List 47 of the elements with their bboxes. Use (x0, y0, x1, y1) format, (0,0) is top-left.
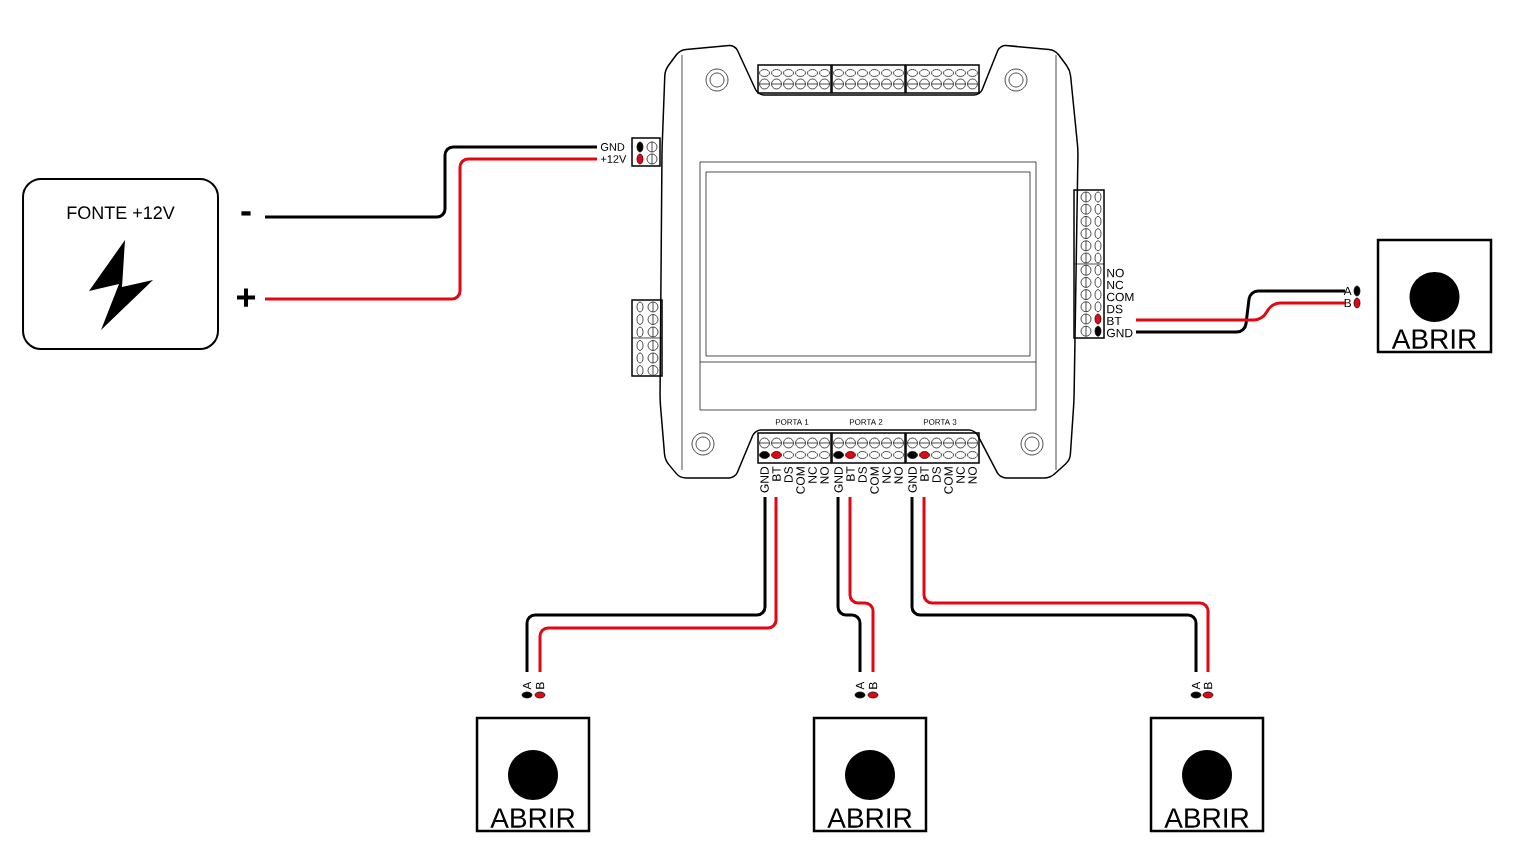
pin-letter: A (1343, 286, 1352, 296)
pin-letter: B (868, 682, 878, 689)
pin-label: BT (920, 466, 929, 481)
pin-letter: B (1203, 682, 1213, 689)
pin-label: BT (1107, 316, 1122, 326)
pin-label: BT (772, 466, 781, 481)
wire (848, 497, 875, 672)
push-button: ABRIR (812, 716, 928, 833)
pin-label: NC (1107, 280, 1124, 290)
push-button: ABRIR (1149, 716, 1265, 833)
pin-label: GND (600, 143, 625, 151)
power-supply-box: FONTE +12V (22, 178, 219, 350)
wire (1136, 301, 1345, 322)
pin-label: GND (908, 466, 917, 493)
polarity-sign: - (241, 211, 251, 216)
pin-label: +12V (600, 155, 627, 163)
pin-label: DS (784, 466, 793, 482)
pin-label: NO (820, 466, 829, 484)
wire (265, 145, 597, 219)
pin-label: NC (882, 466, 891, 483)
pin-label: DS (932, 466, 941, 482)
pin-label: NO (894, 466, 903, 484)
pin-letter: A (855, 681, 865, 690)
pin-label: GND (1106, 328, 1133, 338)
pin-letter: A (1191, 681, 1201, 690)
pin-label: BT (846, 466, 855, 481)
pin-label: GND (834, 466, 843, 493)
pin-label: COM (796, 467, 805, 494)
pin-label: COM (870, 467, 879, 494)
push-button: ABRIR (475, 716, 591, 833)
pin-label: DS (858, 466, 867, 482)
pin-label: COM (944, 467, 953, 494)
polarity-sign: + (237, 288, 256, 307)
wire (265, 157, 597, 301)
pin-label: COM (1106, 292, 1134, 302)
pin-label: NO (968, 466, 977, 484)
pin-label: GND (760, 466, 769, 493)
pin-letter: A (522, 681, 532, 690)
pin-letter: B (535, 682, 545, 689)
pin-letter: B (1344, 298, 1351, 308)
pin-label: NC (956, 466, 965, 483)
push-button: ABRIR (1376, 238, 1493, 354)
pin-label: NO (1107, 268, 1124, 278)
pin-label: NC (808, 466, 817, 483)
pin-label: DS (1107, 304, 1123, 314)
wire (836, 497, 862, 672)
wire (1136, 289, 1345, 334)
